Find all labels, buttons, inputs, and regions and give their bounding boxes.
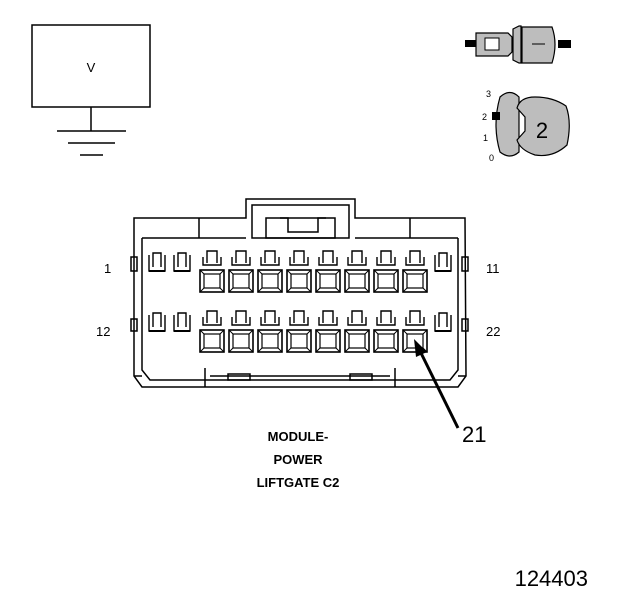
key-number: 2: [536, 118, 548, 143]
pin-terminal: [344, 310, 370, 353]
callout-arrow: [414, 339, 460, 429]
figure-number: 124403: [515, 566, 588, 591]
pin-terminal: [199, 250, 225, 293]
pin-terminal: [402, 250, 428, 293]
key-position-3: 3: [486, 89, 491, 99]
pin-label-22: 22: [486, 324, 500, 339]
connector-name-line-3: LIFTGATE C2: [257, 475, 340, 490]
pin-terminal: [199, 310, 225, 353]
pin-terminal: [315, 310, 341, 353]
pin-label-1: 1: [104, 261, 111, 276]
latch-terminal: [434, 252, 452, 272]
pin-terminal: [373, 250, 399, 293]
latch-terminal: [434, 312, 452, 332]
latch-terminal: [173, 312, 191, 332]
connector-body: [130, 198, 469, 388]
voltmeter-ground-icon: [31, 24, 151, 156]
connector-name-line-2: POWER: [273, 452, 323, 467]
pin-label-11: 11: [486, 261, 500, 276]
test-probe-icon: [465, 25, 571, 64]
latch-terminal: [148, 312, 166, 332]
pin-terminal: [257, 310, 283, 353]
meter-label: V: [87, 60, 96, 75]
pin-terminal: [373, 310, 399, 353]
pin-terminal: [286, 250, 312, 293]
key-position-0: 0: [489, 153, 494, 163]
key-position-1: 1: [483, 133, 488, 143]
pin-terminal: [228, 250, 254, 293]
ignition-key-icon: [492, 91, 570, 157]
pin-terminal: [286, 310, 312, 353]
pin-row-bottom: [148, 310, 452, 353]
pin-terminal: [228, 310, 254, 353]
pin-label-12: 12: [96, 324, 110, 339]
pin-row-top: [148, 250, 452, 293]
latch-terminal: [148, 252, 166, 272]
latch-terminal: [173, 252, 191, 272]
pin-terminal: [344, 250, 370, 293]
connector-name-line-1: MODULE-: [268, 429, 329, 444]
callout-label: 21: [462, 422, 486, 447]
pin-terminal: [257, 250, 283, 293]
pin-terminal: [315, 250, 341, 293]
key-position-2: 2: [482, 112, 487, 122]
